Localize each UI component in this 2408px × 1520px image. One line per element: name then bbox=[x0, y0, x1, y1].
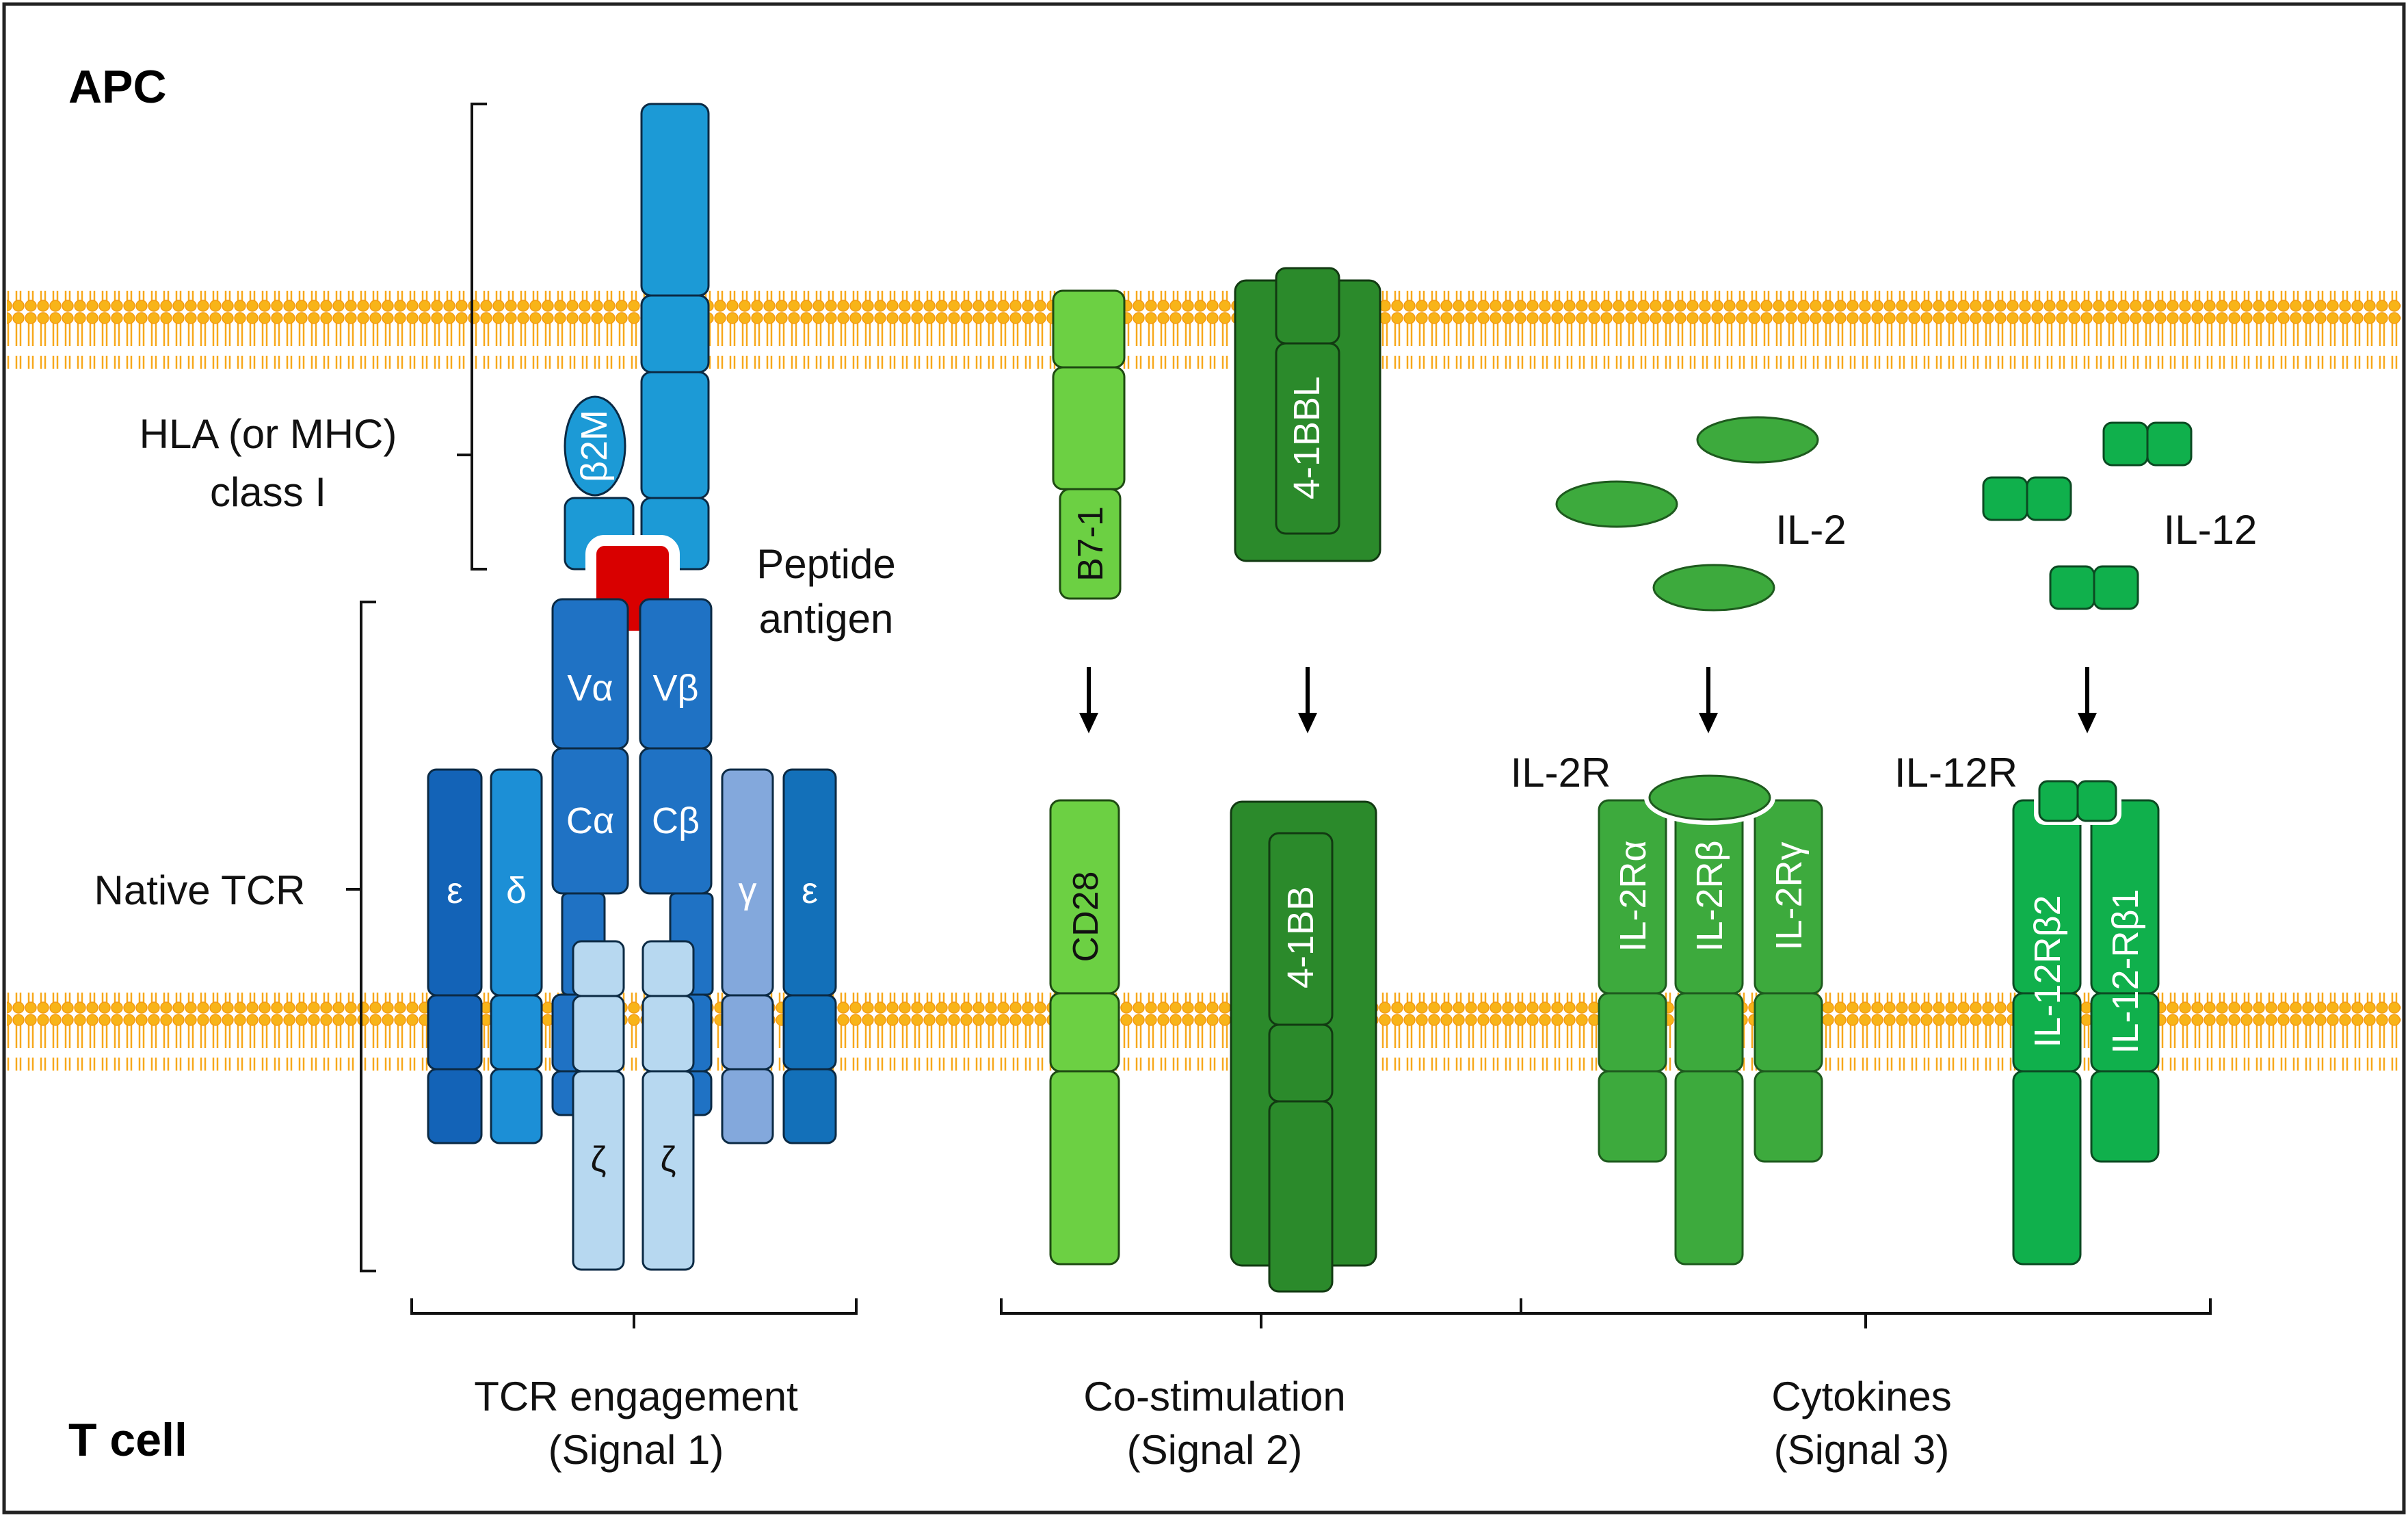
cd28-label: CD28 bbox=[1066, 872, 1106, 962]
native-tcr-label: Native TCR bbox=[94, 867, 306, 913]
il12r-beta1-label: IL-12-Rβ1 bbox=[2105, 889, 2146, 1053]
cd3-gamma bbox=[721, 768, 774, 1144]
cd3-delta bbox=[490, 768, 543, 1144]
signal3-caption-line1: Cytokines bbox=[1771, 1374, 1951, 1419]
tcell-membrane bbox=[7, 993, 2401, 1071]
signal1-caption-line2: (Signal 1) bbox=[548, 1427, 724, 1473]
tcell-label: T cell bbox=[68, 1414, 187, 1466]
arrow-il2-to-il2r bbox=[1699, 667, 1718, 733]
il12r-beta1-chain bbox=[2090, 799, 2160, 1163]
zeta-left-label: ζ bbox=[591, 1140, 607, 1179]
zeta-right-label: ζ bbox=[661, 1140, 676, 1179]
apc-membrane bbox=[7, 291, 2401, 369]
il2r-beta-chain bbox=[1674, 799, 1744, 1266]
il12-label: IL-12 bbox=[2164, 507, 2258, 553]
v-beta-label: Vβ bbox=[652, 668, 698, 709]
il12-cytokines bbox=[1982, 421, 2193, 610]
il2r-label: IL-2R bbox=[1511, 750, 1611, 796]
v-alpha-label: Vα bbox=[567, 668, 613, 709]
arrow-41bbl-to-41bb bbox=[1298, 667, 1317, 733]
il2r-alpha-label: IL-2Rα bbox=[1613, 840, 1654, 952]
b2m-domain bbox=[564, 395, 626, 497]
cd28-receptor bbox=[1049, 799, 1120, 1266]
delta-label: δ bbox=[506, 870, 527, 911]
hla-label-line1: HLA (or MHC) bbox=[140, 411, 397, 457]
hla-heavy-chain bbox=[640, 103, 710, 571]
il2-cytokines bbox=[1555, 416, 1819, 612]
hla-bracket bbox=[457, 103, 487, 571]
il12r-label: IL-12R bbox=[1894, 750, 2017, 796]
b2m-label: β2M bbox=[574, 410, 615, 482]
peptide-label-line1: Peptide bbox=[756, 541, 896, 587]
il2-bound-outline bbox=[1648, 774, 1771, 821]
ligand-41bbl bbox=[1234, 267, 1381, 562]
signal2-caption-line1: Co-stimulation bbox=[1083, 1374, 1345, 1419]
zeta-chain-right bbox=[641, 940, 695, 1271]
arrow-b7-to-cd28 bbox=[1079, 667, 1098, 733]
il12-bound bbox=[2034, 776, 2121, 825]
c-alpha-label: Cα bbox=[566, 800, 614, 841]
peptide-label-line2: antigen bbox=[759, 596, 894, 642]
signal2-caption-line2: (Signal 2) bbox=[1127, 1427, 1303, 1473]
41bbl-label: 4-1BBL bbox=[1286, 376, 1327, 499]
il2r-gamma-chain bbox=[1754, 799, 1823, 1163]
epsilon-left-label: ε bbox=[447, 870, 463, 911]
zeta-chain-left bbox=[572, 940, 625, 1271]
il2-bound bbox=[1644, 770, 1775, 825]
cd3-epsilon-left bbox=[427, 768, 483, 1144]
signal1-bracket bbox=[410, 1298, 858, 1328]
receptor-41bb bbox=[1230, 800, 1377, 1293]
b7-1-label: B7-1 bbox=[1071, 506, 1111, 581]
signal3-bracket bbox=[1520, 1298, 2212, 1328]
il2-label: IL-2 bbox=[1775, 507, 1846, 553]
apc-label: APC bbox=[68, 61, 167, 113]
signal3-caption-line2: (Signal 3) bbox=[1774, 1427, 1950, 1473]
cd3-epsilon-right bbox=[782, 768, 837, 1144]
gamma-label: γ bbox=[739, 870, 757, 911]
c-beta-label: Cβ bbox=[652, 800, 700, 841]
epsilon-right-label: ε bbox=[802, 870, 818, 911]
arrow-il12-to-il12r bbox=[2078, 667, 2097, 733]
il12r-beta2-label: IL-12Rβ2 bbox=[2027, 895, 2068, 1047]
il2r-gamma-label: IL-2Rγ bbox=[1769, 841, 1810, 950]
il12r-beta2-chain bbox=[2012, 799, 2082, 1266]
41bb-label: 4-1BB bbox=[1280, 886, 1321, 988]
hla-label-line2: class I bbox=[210, 469, 326, 515]
b7-1-ligand bbox=[1052, 289, 1126, 600]
native-tcr-bracket bbox=[346, 601, 376, 1272]
signal1-caption-line1: TCR engagement bbox=[474, 1374, 798, 1419]
il2r-alpha-chain bbox=[1598, 799, 1667, 1163]
il2r-beta-label: IL-2Rβ bbox=[1689, 840, 1730, 952]
